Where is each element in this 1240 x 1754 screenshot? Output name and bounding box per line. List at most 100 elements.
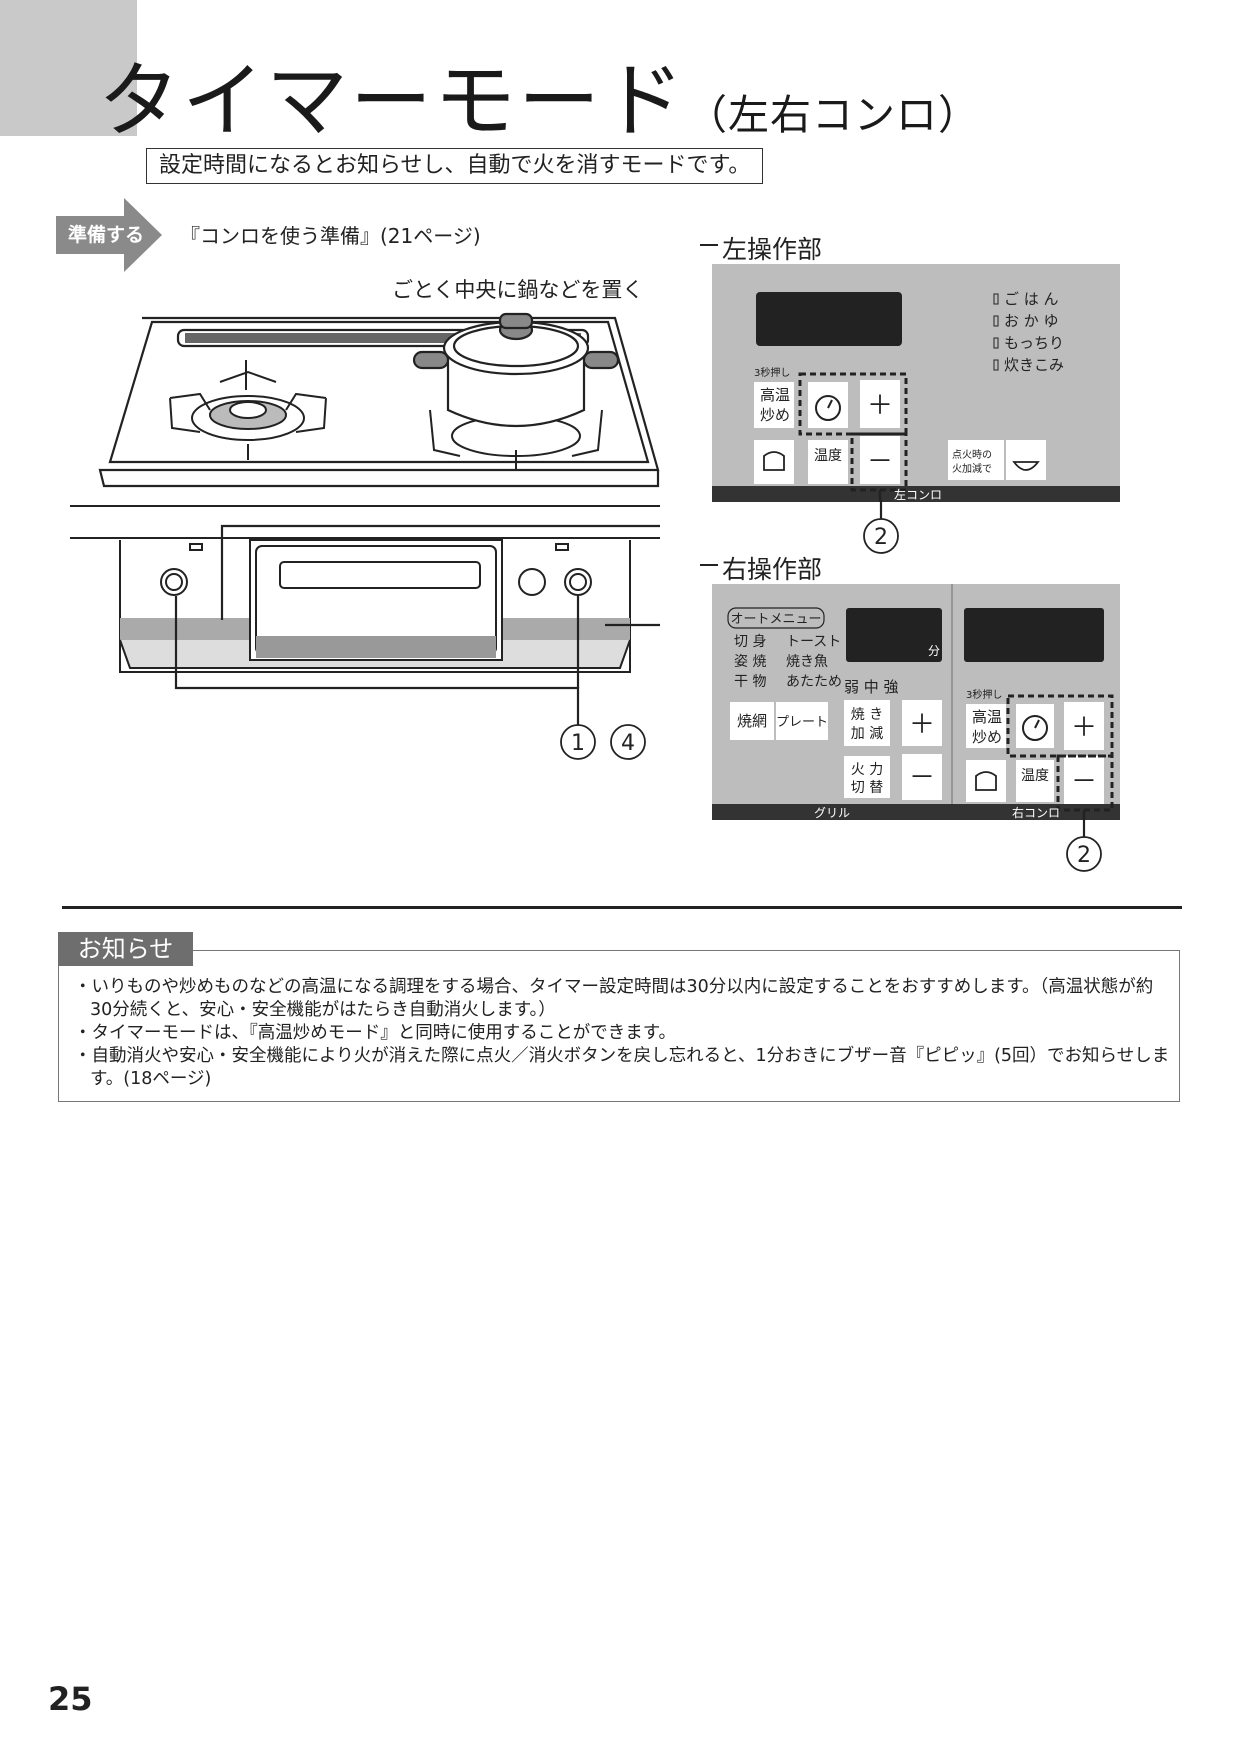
right-three-sec-label: 3秒押し <box>966 688 1002 701</box>
svg-text:炒め: 炒め <box>760 406 790 424</box>
svg-text:火 力: 火 力 <box>851 762 883 778</box>
svg-text:プレート: プレート <box>776 715 828 730</box>
right-minus-button: － <box>1064 756 1104 804</box>
left-panel-title: 左操作部 <box>722 235 823 264</box>
left-control-panel: ご は ん お か ゆ もっちり 炊きこみ 3秒押し 高温 炒め ＋ 温度 － … <box>712 264 1120 502</box>
callout-1-4: 1 4 <box>560 724 646 760</box>
menu-takikomi: 炊きこみ <box>1004 356 1064 374</box>
prep-label: 準備する <box>68 224 145 246</box>
right-timer-button <box>1016 704 1054 748</box>
svg-text:2: 2 <box>874 525 888 550</box>
power-switch-button: 火 力 切 替 <box>844 756 890 798</box>
left-plus-button: ＋ <box>860 380 900 428</box>
svg-text:姿 焼: 姿 焼 <box>734 654 766 670</box>
notice-tab: お知らせ <box>58 932 193 966</box>
left-callout-2: 2 <box>863 500 899 554</box>
grill-minus-button: － <box>902 754 942 800</box>
timer-icon <box>815 395 841 421</box>
auto-menu-items: 切 身 トースト 姿 焼 焼き魚 干 物 あたため <box>734 634 842 690</box>
right-kettle-button <box>966 760 1006 802</box>
svg-text:点火時の: 点火時の <box>952 449 992 461</box>
rice-bowl-icon <box>1012 461 1040 471</box>
right-display <box>964 608 1104 662</box>
section-divider <box>62 906 1182 909</box>
title-suffix: （左右コンロ） <box>686 91 981 139</box>
svg-text:－: － <box>909 763 935 793</box>
auto-menu-label: オートメニュー <box>730 612 821 627</box>
notice-item: いりものや炒めものなどの高温になる調理をする場合、タイマー設定時間は30分以内に… <box>74 976 1174 1022</box>
notice-item: 自動消火や安心・安全機能により火が消えた際に点火／消火ボタンを戻し忘れると、1分… <box>74 1045 1174 1091</box>
notice-box <box>58 950 1180 1102</box>
svg-text:焼 き: 焼 き <box>851 707 883 723</box>
menu-okayu: お か ゆ <box>1004 312 1059 330</box>
left-footer-label: 左コンロ <box>894 487 942 502</box>
stove-illustration <box>70 312 660 740</box>
svg-text:あたため: あたため <box>786 674 842 690</box>
timer-button <box>808 382 848 428</box>
svg-text:炒め: 炒め <box>972 728 1002 746</box>
heat-levels: 弱 中 強 <box>844 678 899 696</box>
svg-text:切 替: 切 替 <box>851 780 883 796</box>
right-control-panel: オートメニュー 切 身 トースト 姿 焼 焼き魚 干 物 あたため 分 弱 中 … <box>712 584 1120 820</box>
right-panel-title: 右操作部 <box>722 555 823 584</box>
svg-text:高温: 高温 <box>760 386 790 404</box>
right-high-temp-button: 高温 炒め <box>966 704 1006 748</box>
svg-text:焼き魚: 焼き魚 <box>786 654 828 670</box>
svg-text:火加減で: 火加減で <box>952 462 992 475</box>
title-main: タイマーモード <box>98 54 687 149</box>
grill-plus-button: ＋ <box>902 700 942 746</box>
page-number: 25 <box>48 1680 93 1718</box>
right-burner <box>429 409 603 470</box>
svg-text:トースト: トースト <box>786 634 841 650</box>
stove-front <box>70 505 660 673</box>
pot-caption: ごとく中央に鍋などを置く <box>392 278 644 302</box>
svg-text:＋: ＋ <box>867 391 893 421</box>
grill-footer-label: グリル <box>814 806 850 820</box>
menu-mocchiri: もっちり <box>1004 334 1064 352</box>
left-menu-list: ご は ん お か ゆ もっちり 炊きこみ <box>993 290 1064 374</box>
right-title-tick <box>700 564 718 566</box>
left-title-tick <box>700 244 718 246</box>
svg-text:干 物: 干 物 <box>734 674 766 690</box>
right-kettle-icon <box>975 771 997 791</box>
left-display <box>756 292 902 346</box>
right-plus-button: ＋ <box>1064 702 1104 750</box>
svg-text:＋: ＋ <box>1071 713 1097 743</box>
prep-link-text: 『コンロを使う準備』(21ページ) <box>180 224 481 248</box>
high-temp-button: 高温 炒め <box>754 382 794 428</box>
notice-item: タイマーモードは、『高温炒めモード』と同時に使用することができます。 <box>74 1022 1174 1045</box>
grill-net-button: 焼網 プレート <box>730 702 828 740</box>
minute-unit: 分 <box>928 644 940 658</box>
svg-text:温度: 温度 <box>814 448 842 464</box>
left-timer-highlight <box>798 372 908 436</box>
right-callout-2: 2 <box>1066 820 1102 872</box>
page-subtitle: 設定時間になるとお知らせし、自動で火を消すモードです。 <box>146 148 764 184</box>
three-sec-label: 3秒押し <box>754 366 790 379</box>
right-timer-icon <box>1022 715 1048 741</box>
svg-text:高温: 高温 <box>972 708 1002 726</box>
kettle-button <box>754 440 794 484</box>
left-minus-button: － <box>860 436 900 484</box>
svg-text:－: － <box>867 447 893 477</box>
leader-lines <box>174 524 660 740</box>
notice-list: いりものや炒めものなどの高温になる調理をする場合、タイマー設定時間は30分以内に… <box>74 976 1174 1091</box>
svg-text:＋: ＋ <box>909 710 935 740</box>
right-temp-button: 温度 <box>1016 760 1054 802</box>
svg-text:4: 4 <box>621 731 635 756</box>
pot-icon <box>412 312 620 428</box>
grill-adjust-button: 焼 き 加 減 <box>844 700 890 746</box>
left-temp-button: 温度 <box>808 440 848 484</box>
svg-text:加 減: 加 減 <box>851 725 883 742</box>
auto-menu-frame <box>727 607 825 629</box>
page-title: タイマーモード（左右コンロ） <box>98 52 980 165</box>
left-burner <box>169 360 327 460</box>
kettle-icon <box>763 451 785 471</box>
svg-text:1: 1 <box>571 731 585 756</box>
ignition-button: 点火時の 火加減で <box>948 440 1046 480</box>
menu-gohan: ご は ん <box>1004 290 1059 308</box>
corner-tab <box>0 0 137 136</box>
svg-text:切 身: 切 身 <box>734 634 766 650</box>
right-footer-label: 右コンロ <box>1012 805 1060 820</box>
svg-text:2: 2 <box>1077 843 1091 868</box>
grill-display <box>846 608 942 662</box>
